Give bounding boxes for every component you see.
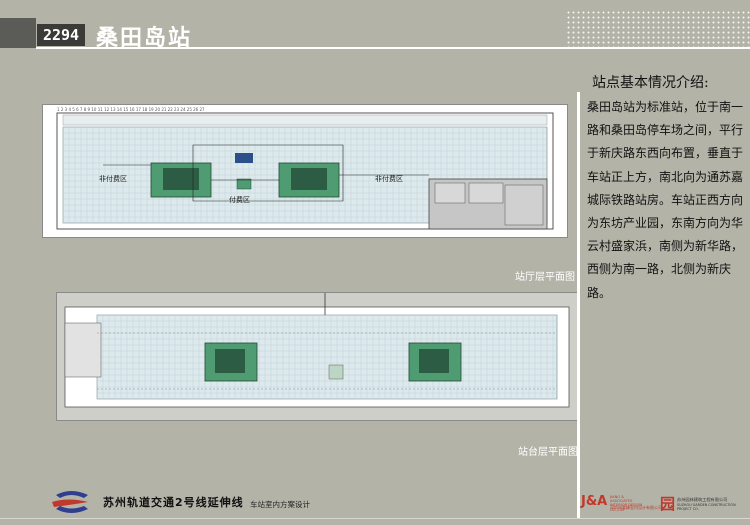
info-heading: 站点基本情况介绍: bbox=[592, 75, 709, 91]
label-unpaid-right: 非付费区 bbox=[375, 175, 403, 183]
station-title: 桑田岛站 bbox=[96, 26, 193, 51]
partner-logo-icon: 园 bbox=[660, 495, 676, 513]
label-unpaid-left: 非付费区 bbox=[99, 175, 127, 183]
info-body-text: 桑田岛站为标准站，位于南一路和桑田岛停车场之间，平行于新庆路东西向布置，垂直于车… bbox=[587, 100, 744, 300]
platform-plan-drawing bbox=[57, 293, 577, 420]
partner-chinese-name: 苏州园林建筑工程有限公司 bbox=[677, 497, 728, 502]
ja-english-name: JIANG & ASSOCIATES INTERIOR DESIGN CO.,L… bbox=[610, 495, 643, 512]
header-accent-block bbox=[0, 18, 36, 48]
header-divider bbox=[36, 47, 750, 49]
platform-caption: 站台层平面图 bbox=[518, 447, 578, 458]
footer-project-title: 苏州轨道交通2号线延伸线 bbox=[103, 496, 244, 509]
header-dot-pattern bbox=[566, 10, 750, 50]
svg-text:1 2 3 4 5 6 7 8 9 10 11 12 13: 1 2 3 4 5 6 7 8 9 10 11 12 13 14 15 16 1… bbox=[57, 107, 205, 112]
ja-logo: J&A bbox=[581, 494, 608, 509]
partner-english-name: SUZHOU GARDEN CONSTRUCTION PROJECT CO. bbox=[677, 503, 736, 511]
drawing-number: 2294 bbox=[37, 24, 85, 46]
info-divider bbox=[577, 92, 580, 519]
footer-rule bbox=[0, 518, 750, 519]
concourse-floor-plan: 1 2 3 4 5 6 7 8 9 10 11 12 13 14 15 16 1… bbox=[42, 104, 568, 238]
platform-floor-plan bbox=[56, 292, 578, 421]
concourse-plan-drawing: 1 2 3 4 5 6 7 8 9 10 11 12 13 14 15 16 1… bbox=[43, 105, 567, 237]
footer-subtitle: 车站室内方案设计 bbox=[250, 500, 310, 509]
label-paid: 付费区 bbox=[229, 196, 250, 204]
concourse-caption: 站厅层平面图 bbox=[515, 272, 575, 283]
ja-chinese-name: 深圳市姜峰室内设计有限公司 bbox=[610, 505, 662, 510]
suzhou-metro-logo-icon bbox=[52, 491, 88, 513]
